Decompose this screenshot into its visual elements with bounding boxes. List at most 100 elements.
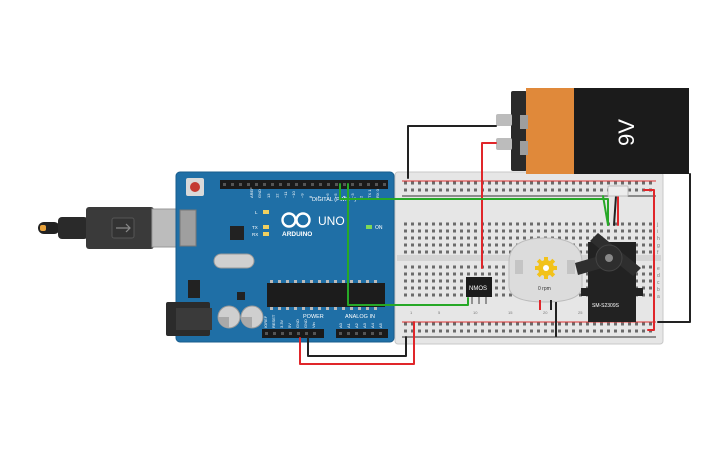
breadboard-hole bbox=[495, 286, 498, 290]
breadboard-hole bbox=[572, 229, 575, 233]
breadboard-hole bbox=[607, 229, 610, 233]
usb-cable bbox=[38, 207, 183, 249]
column-number: 20 bbox=[543, 310, 548, 315]
breadboard-hole bbox=[495, 181, 498, 185]
breadboard-hole bbox=[418, 329, 421, 333]
wire-battery-positive bbox=[481, 142, 497, 269]
servo-motor[interactable]: SM-S2309S bbox=[575, 185, 643, 322]
breadboard-hole bbox=[460, 329, 463, 333]
analog-label: ANALOG IN bbox=[345, 314, 375, 320]
header-hole bbox=[223, 183, 226, 186]
breadboard-hole bbox=[635, 329, 638, 333]
atmega-chip-pins bbox=[270, 280, 377, 310]
header-hole bbox=[313, 332, 316, 335]
aref-label: AREF bbox=[249, 187, 254, 198]
breadboard-hole bbox=[488, 236, 491, 240]
breadboard-hole bbox=[495, 222, 498, 226]
breadboard-hole bbox=[607, 329, 610, 333]
tx-label: TX bbox=[252, 225, 258, 230]
arduino-uno[interactable]: DIGITAL (PWM ~) ANALOG IN POWER ON L TX … bbox=[166, 171, 395, 343]
breadboard-hole bbox=[418, 293, 421, 297]
breadboard-hole bbox=[460, 181, 463, 185]
breadboard-hole bbox=[642, 279, 645, 283]
breadboard-hole bbox=[621, 329, 624, 333]
breadboard-hole bbox=[649, 272, 652, 276]
breadboard-hole bbox=[523, 181, 526, 185]
pin-label: 4 bbox=[342, 195, 347, 198]
logo-infinity-right bbox=[295, 212, 311, 228]
breadboard-hole bbox=[551, 222, 554, 226]
breadboard-hole bbox=[446, 286, 449, 290]
breadboard-hole bbox=[439, 329, 442, 333]
breadboard-hole bbox=[432, 265, 435, 269]
breadboard-hole bbox=[572, 322, 575, 326]
breadboard-hole bbox=[509, 188, 512, 192]
breadboard-hole bbox=[439, 293, 442, 297]
pin-label: ~11 bbox=[283, 191, 288, 198]
breadboard-hole bbox=[481, 322, 484, 326]
header-hole bbox=[289, 332, 292, 335]
breadboard-hole bbox=[474, 265, 477, 269]
breadboard-hole bbox=[411, 293, 414, 297]
breadboard-hole bbox=[593, 188, 596, 192]
breadboard-hole bbox=[488, 250, 491, 254]
breadboard-hole bbox=[404, 293, 407, 297]
breadboard-hole bbox=[404, 286, 407, 290]
breadboard-hole bbox=[530, 229, 533, 233]
breadboard-hole bbox=[642, 293, 645, 297]
breadboard-hole bbox=[411, 181, 414, 185]
header-hole bbox=[263, 183, 266, 186]
breadboard-hole bbox=[509, 181, 512, 185]
breadboard-hole bbox=[544, 222, 547, 226]
breadboard-hole bbox=[537, 181, 540, 185]
breadboard-hole bbox=[558, 181, 561, 185]
breadboard-hole bbox=[432, 243, 435, 247]
breadboard-hole bbox=[411, 279, 414, 283]
uno-label: UNO bbox=[318, 214, 345, 228]
tx-led bbox=[263, 225, 269, 229]
chip-pin bbox=[326, 307, 329, 310]
breadboard-hole bbox=[586, 329, 589, 333]
battery-contact bbox=[520, 115, 528, 129]
breadboard-hole bbox=[516, 236, 519, 240]
breadboard-hole bbox=[551, 329, 554, 333]
motor-terminal bbox=[515, 260, 523, 274]
wire-gnd-rail bbox=[657, 173, 691, 323]
breadboard-hole bbox=[418, 181, 421, 185]
breadboard-hole bbox=[474, 229, 477, 233]
breadboard-hole bbox=[439, 243, 442, 247]
breadboard-hole bbox=[530, 329, 533, 333]
breadboard-hole bbox=[425, 279, 428, 283]
breadboard-hole bbox=[439, 181, 442, 185]
breadboard-hole bbox=[635, 279, 638, 283]
breadboard-hole bbox=[432, 272, 435, 276]
breadboard-hole bbox=[607, 181, 610, 185]
wire-servo-signal bbox=[339, 183, 609, 226]
row-letter: h bbox=[657, 236, 660, 242]
servo-mount bbox=[581, 288, 643, 296]
row-letter: c bbox=[657, 280, 660, 286]
breadboard-hole bbox=[425, 181, 428, 185]
breadboard-hole bbox=[537, 188, 540, 192]
power-label: POWER bbox=[303, 314, 324, 320]
breadboard-hole bbox=[516, 229, 519, 233]
breadboard-hole bbox=[495, 265, 498, 269]
dc-motor[interactable]: 0 rpm bbox=[508, 237, 583, 310]
chip-pin bbox=[286, 307, 289, 310]
breadboard-hole bbox=[411, 272, 414, 276]
breadboard-hole bbox=[474, 329, 477, 333]
breadboard-hole bbox=[565, 322, 568, 326]
battery-9v[interactable]: 9V bbox=[496, 88, 689, 174]
breadboard-hole bbox=[495, 293, 498, 297]
wire-5v bbox=[299, 321, 415, 365]
pin-label: 8 bbox=[308, 195, 313, 198]
breadboard-hole bbox=[488, 222, 491, 226]
breadboard-hole bbox=[579, 229, 582, 233]
breadboard-hole bbox=[404, 250, 407, 254]
breadboard-hole bbox=[558, 322, 561, 326]
breadboard-hole bbox=[502, 229, 505, 233]
nmos-transistor[interactable]: NMOS bbox=[466, 277, 492, 304]
breadboard-hole bbox=[495, 279, 498, 283]
breadboard-hole bbox=[488, 243, 491, 247]
battery-terminal bbox=[496, 138, 512, 150]
